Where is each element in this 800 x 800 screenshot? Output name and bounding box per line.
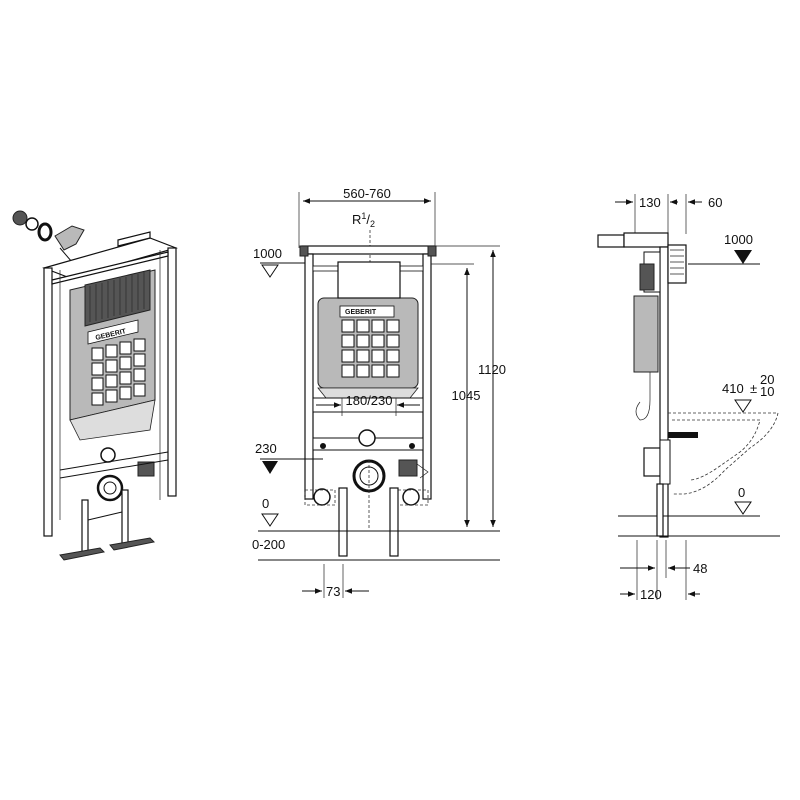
dim-48-label: 48	[693, 561, 707, 576]
flush-plate-grid-front	[341, 319, 400, 378]
side-frame-post	[659, 246, 669, 538]
width-label: 560-760	[343, 186, 391, 201]
outlet-spacing-label: 180/230	[346, 393, 393, 408]
thread-label: R1/2	[352, 211, 375, 229]
depth-130-label: 130	[639, 195, 661, 210]
front-level-zero-label: 0	[262, 496, 269, 511]
side-view: 130 60 1000 410 ± 20 10 0	[597, 194, 780, 602]
floor-range-label: 0-200	[252, 537, 285, 552]
front-top-rail	[301, 245, 435, 255]
plus-minus-sign: ±	[750, 381, 757, 396]
flush-plate-grid-perspective	[91, 338, 146, 406]
front-left-post	[304, 253, 314, 500]
front-view: 560-760 R1/2 GEBERIT	[252, 186, 506, 599]
side-cistern	[633, 295, 659, 373]
tolerance-plus-label: 20	[760, 372, 774, 387]
front-level-1000-label: 1000	[253, 246, 282, 261]
height-1120-label: 1120	[478, 362, 506, 377]
toilet-bowl-outline	[668, 412, 779, 495]
flush-pipe-connector	[12, 210, 85, 263]
depth-60-label: 60	[708, 195, 722, 210]
side-flush-plate	[667, 244, 687, 284]
tolerance-minus-label: 10	[760, 384, 774, 399]
side-level-410-label: 410	[722, 381, 744, 396]
front-service-opening	[337, 261, 401, 299]
side-level-zero-label: 0	[738, 485, 745, 500]
height-1045-label: 1045	[452, 388, 481, 403]
perspective-view: GEBERIT	[12, 210, 178, 561]
front-level-230-label: 230	[255, 441, 277, 456]
side-level-1000-label: 1000	[724, 232, 753, 247]
dim-120-label: 120	[640, 587, 662, 602]
brand-label-front: GEBERIT	[345, 309, 377, 316]
front-right-post	[422, 253, 432, 500]
perspective-frame: GEBERIT	[42, 231, 178, 561]
offset-73-label: 73	[326, 584, 340, 599]
